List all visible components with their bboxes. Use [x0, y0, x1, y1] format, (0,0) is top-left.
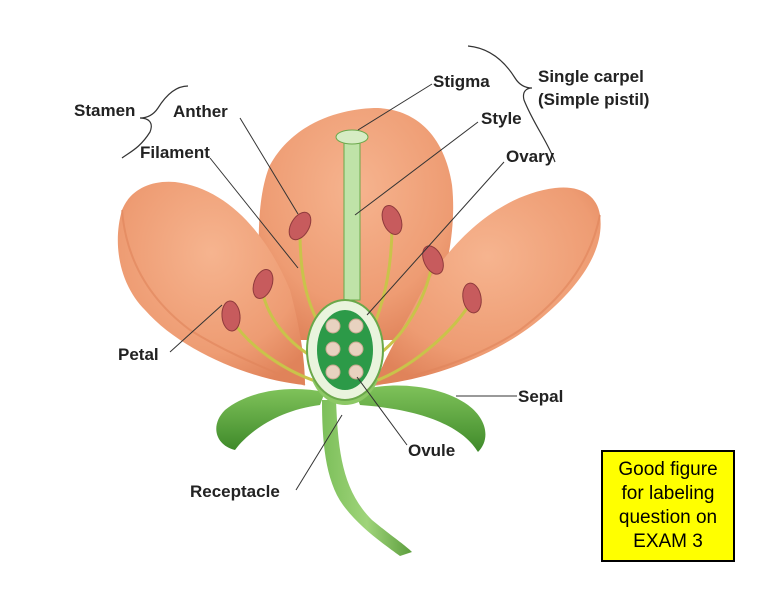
sepal-right [355, 385, 486, 452]
anther-1 [288, 211, 312, 241]
note-line-1: Good figure [618, 459, 718, 480]
note-line-3: question on [618, 507, 718, 528]
exam-note-box: Good figure for labeling question on EXA… [601, 450, 735, 562]
label-sepal: Sepal [518, 387, 563, 406]
leader-lines [169, 83, 517, 491]
anther-2 [252, 269, 274, 299]
label-filament: Filament [140, 143, 210, 162]
anther-6 [462, 282, 482, 314]
anthers [221, 205, 482, 332]
ovule-6 [348, 364, 364, 380]
ovule-4 [348, 341, 364, 357]
stigma [335, 129, 369, 145]
label-ovule: Ovule [408, 441, 455, 460]
petal-right [375, 187, 601, 385]
ovule-1 [325, 318, 341, 334]
label-simple-pistil: (Simple pistil) [538, 90, 649, 109]
ovule-2 [348, 318, 364, 334]
note-line-2: for labeling [621, 483, 715, 504]
petal-left [117, 181, 305, 385]
sepal-left [216, 389, 325, 450]
anther-4 [381, 205, 403, 235]
anther-3 [221, 300, 241, 332]
ovules [325, 318, 364, 380]
ovule-5 [325, 364, 341, 380]
anther-5 [422, 245, 444, 275]
stamen-brace [121, 85, 189, 159]
label-stamen: Stamen [74, 101, 135, 120]
label-stigma: Stigma [433, 72, 490, 91]
label-receptacle: Receptacle [190, 482, 280, 501]
label-single-carpel: Single carpel [538, 67, 644, 86]
label-anther: Anther [173, 102, 228, 121]
carpel-brace [467, 45, 556, 163]
note-line-4: EXAM 3 [633, 531, 703, 552]
ovule-3 [325, 341, 341, 357]
stem [322, 400, 412, 556]
style [343, 141, 361, 301]
label-petal: Petal [118, 345, 159, 364]
label-ovary: Ovary [506, 147, 555, 166]
ovary-chamber [317, 310, 373, 390]
label-style: Style [481, 109, 522, 128]
